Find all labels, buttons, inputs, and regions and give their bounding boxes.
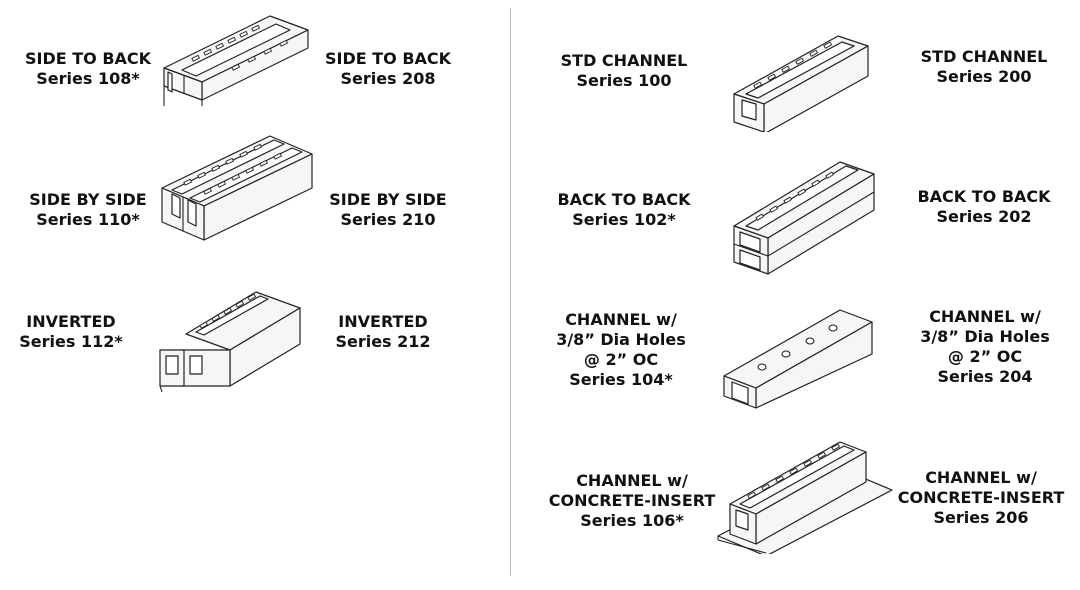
channel-with-concrete-insert-image [717,441,893,554]
std-channel-image [733,35,869,132]
channel-with-holes-image [723,309,873,409]
label-inverted-112: INVERTED Series 112* [8,312,134,352]
label-back-to-back-102: BACK TO BACK Series 102* [552,190,696,230]
label-title: SIDE BY SIDE [329,190,447,209]
bolt-hole [828,324,838,332]
label-series: Series 212 [335,332,431,351]
bolt-hole [781,350,791,358]
label-title: STD CHANNEL [560,51,688,70]
label-title: SIDE TO BACK [24,49,152,68]
label-series: Series 202 [936,207,1032,226]
label-series: Series 208 [340,69,436,88]
column-divider [510,8,511,576]
label-line: CHANNEL w/ [929,307,1041,326]
side-to-back-channel-image [163,15,309,106]
label-series: Series 108* [36,69,140,88]
label-series: Series 200 [936,67,1032,86]
bolt-hole [757,363,767,371]
label-title: INVERTED [26,312,116,331]
label-series: Series 206 [933,508,1029,527]
label-std-channel-200: STD CHANNEL Series 200 [912,47,1056,87]
label-line: CHANNEL w/ [925,468,1037,487]
label-line: CHANNEL w/ [565,310,677,329]
label-title: SIDE BY SIDE [29,190,147,209]
label-series: Series 210 [340,210,436,229]
label-line: 3/8” Dia Holes [920,327,1050,346]
label-title: BACK TO BACK [557,190,691,209]
label-side-by-side-110: SIDE BY SIDE Series 110* [18,190,158,230]
label-side-by-side-210: SIDE BY SIDE Series 210 [318,190,458,230]
label-series: Series 104* [569,370,673,389]
inverted-channel-image [159,291,301,393]
label-line: CONCRETE-INSERT [548,491,716,510]
label-back-to-back-202: BACK TO BACK Series 202 [912,187,1056,227]
label-line: CONCRETE-INSERT [897,488,1065,507]
back-to-back-channel-image [733,161,875,275]
label-series: Series 112* [19,332,123,351]
label-inverted-212: INVERTED Series 212 [320,312,446,352]
label-holes-204: CHANNEL w/ 3/8” Dia Holes @ 2” OC Series… [910,307,1060,387]
label-series: Series 204 [937,367,1033,386]
label-line: @ 2” OC [583,350,659,369]
label-series: Series 102* [572,210,676,229]
label-title: SIDE TO BACK [324,49,452,68]
label-title: STD CHANNEL [920,47,1048,66]
label-side-to-back-108: SIDE TO BACK Series 108* [18,49,158,89]
label-std-channel-100: STD CHANNEL Series 100 [552,51,696,91]
label-side-to-back-208: SIDE TO BACK Series 208 [318,49,458,89]
label-holes-104: CHANNEL w/ 3/8” Dia Holes @ 2” OC Series… [546,310,696,390]
label-series: Series 106* [580,511,684,530]
side-by-side-channel-image [161,135,313,241]
label-line: @ 2” OC [947,347,1023,366]
label-line: CHANNEL w/ [576,471,688,490]
bolt-hole [805,337,815,345]
label-title: INVERTED [338,312,428,331]
label-concrete-206: CHANNEL w/ CONCRETE-INSERT Series 206 [888,468,1074,528]
label-line: 3/8” Dia Holes [556,330,686,349]
label-series: Series 110* [36,210,140,229]
label-title: BACK TO BACK [917,187,1051,206]
label-series: Series 100 [576,71,672,90]
label-concrete-106: CHANNEL w/ CONCRETE-INSERT Series 106* [546,471,718,531]
